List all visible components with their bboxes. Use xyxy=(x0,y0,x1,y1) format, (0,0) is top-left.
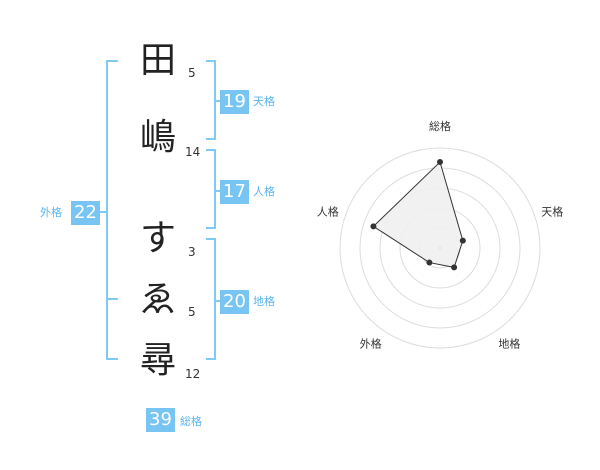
tenkaku-label: 天格 xyxy=(253,95,275,108)
radar-polygon xyxy=(372,161,464,268)
soukaku-label: 総格 xyxy=(180,415,202,428)
radar-ring xyxy=(339,147,541,349)
chikaku-bracket xyxy=(206,238,216,360)
radar-point-4 xyxy=(426,259,433,266)
gaikaku-tick xyxy=(100,211,106,213)
radar-axis-label-5: 人格 xyxy=(317,205,339,219)
chikaku-value: 20 xyxy=(220,290,249,314)
stroke-count-4: 5 xyxy=(188,305,196,319)
jinkaku-bracket xyxy=(206,149,216,229)
jinkaku-label: 人格 xyxy=(253,185,275,198)
stroke-count-3: 3 xyxy=(188,245,196,259)
chikaku-label: 地格 xyxy=(253,295,275,308)
radar-point-5 xyxy=(370,223,377,230)
gaikaku-inner-tick xyxy=(106,298,118,300)
radar-axis-label-1: 総格 xyxy=(429,119,451,133)
char-5: 尋 xyxy=(139,340,176,381)
gaikaku-value: 22 xyxy=(71,201,100,225)
jinkaku-value: 17 xyxy=(220,180,249,204)
radar-point-2 xyxy=(459,237,466,244)
char-2: 嶋 xyxy=(139,117,176,158)
chikaku-tick xyxy=(216,300,222,302)
tenkaku-value: 19 xyxy=(220,90,249,114)
stroke-count-5: 12 xyxy=(185,367,201,381)
tenkaku-tick xyxy=(216,100,222,102)
char-1: 田 xyxy=(139,40,176,81)
char-4: ゑ xyxy=(139,279,176,320)
stroke-count-1: 5 xyxy=(188,66,196,80)
radar-point-3 xyxy=(451,264,458,271)
radar-axis-label-3: 地格 xyxy=(498,336,520,350)
soukaku-value: 39 xyxy=(146,408,175,432)
radar-axis-label-2: 天格 xyxy=(541,205,563,219)
radar-axis-label-4: 外格 xyxy=(360,336,382,350)
char-3: す xyxy=(139,218,176,259)
jinkaku-tick xyxy=(216,190,222,192)
radar-point-1 xyxy=(437,159,443,165)
gaikaku-label: 外格 xyxy=(40,206,62,219)
stroke-count-2: 14 xyxy=(185,145,201,159)
gaikaku-bracket xyxy=(106,60,118,360)
tenkaku-bracket xyxy=(206,60,216,140)
